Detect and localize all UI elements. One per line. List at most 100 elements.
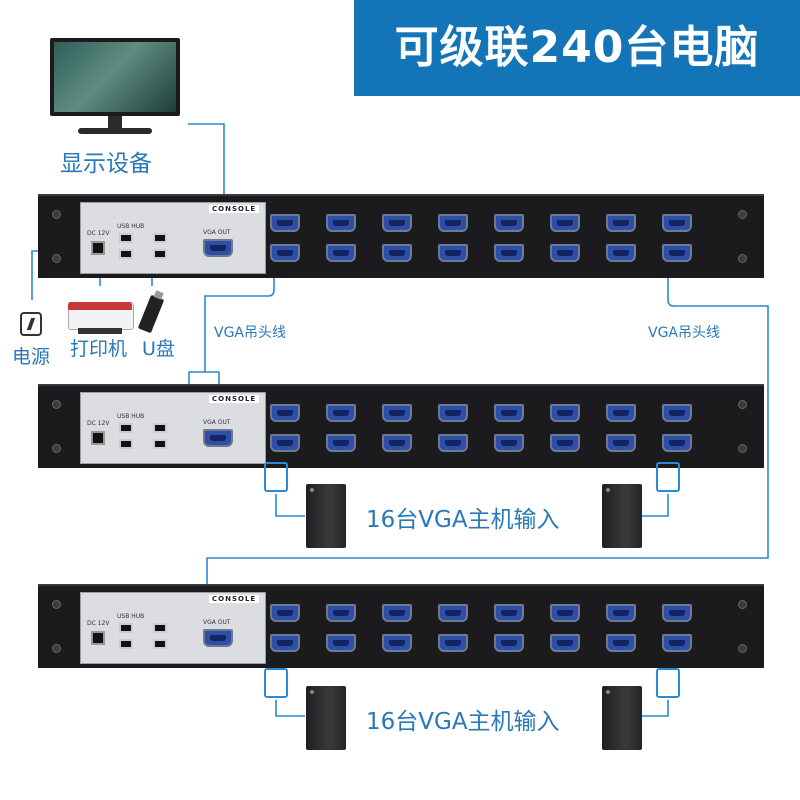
power-plug-icon [20,312,42,336]
vga-port [326,214,356,232]
vga-port [662,404,692,422]
vga-port [382,634,412,652]
usb-port [153,233,167,243]
vga-port [606,404,636,422]
vga-port [606,434,636,452]
dc-label: DC 12V [87,620,109,627]
usb-port [119,233,133,243]
usb-disk-label: U盘 [142,334,175,361]
usb-port [153,439,167,449]
vga-port [494,244,524,262]
usb-hub-label: USB HUB [117,413,144,420]
usb-hub-label: USB HUB [117,613,144,620]
screw-icon [738,444,747,453]
vga-port [606,604,636,622]
vga-out-label: VGA OUT [203,419,231,426]
usb-port [119,439,133,449]
vga-port [550,214,580,232]
vga-cable-label-left: VGA吊头线 [214,322,286,342]
printer-label: 打印机 [70,334,127,361]
host-pc-icon [306,686,346,750]
vga-port [494,404,524,422]
host-pc-icon [602,484,642,548]
screw-icon [738,210,747,219]
vga-cable-label-right: VGA吊头线 [648,322,720,342]
vga-port [438,244,468,262]
console-panel: DC 12V USB HUB VGA OUT CONSOLE [80,202,266,274]
screw-icon [738,644,747,653]
vga-port [606,214,636,232]
screw-icon [738,254,747,263]
vga-out-label: VGA OUT [203,619,231,626]
dc-label: DC 12V [87,420,109,427]
usb-port [119,623,133,633]
usb-port [119,249,133,259]
vga-out-port [203,629,233,647]
power-port [91,241,105,255]
vga-port [382,604,412,622]
vga-port [438,404,468,422]
host-pc-icon [306,484,346,548]
console-label: CONSOLE [209,595,259,603]
screw-icon [738,400,747,409]
vga-port [382,214,412,232]
vga-port [270,434,300,452]
vga-plug-icon [656,668,680,698]
vga-port [550,634,580,652]
hosts-input-label-2: 16台VGA主机输入 [366,702,560,736]
vga-out-port [203,239,233,257]
vga-port [270,214,300,232]
dc-label: DC 12V [87,230,109,237]
vga-port [494,214,524,232]
screw-icon [52,444,61,453]
vga-out-port [203,429,233,447]
vga-port [606,244,636,262]
console-label: CONSOLE [209,395,259,403]
screw-icon [52,644,61,653]
console-label: CONSOLE [209,205,259,213]
host-pc-icon [602,686,642,750]
usb-hub-label: USB HUB [117,223,144,230]
vga-port [326,404,356,422]
usb-port [119,639,133,649]
vga-plug-icon [264,462,288,492]
kvm-switch-2: DC 12V USB HUB VGA OUT CONSOLE [38,384,764,468]
vga-port [662,434,692,452]
hosts-input-label-1: 16台VGA主机输入 [366,500,560,534]
vga-port [662,634,692,652]
power-port [91,631,105,645]
vga-port [270,404,300,422]
vga-port [550,404,580,422]
screw-icon [738,600,747,609]
vga-port [550,604,580,622]
vga-port [662,604,692,622]
vga-port [438,434,468,452]
console-panel: DC 12V USB HUB VGA OUT CONSOLE [80,592,266,664]
vga-port [382,244,412,262]
vga-port [270,604,300,622]
printer-icon [68,298,132,334]
vga-port [326,634,356,652]
vga-port [382,404,412,422]
vga-out-label: VGA OUT [203,229,231,236]
usb-port [153,639,167,649]
screw-icon [52,210,61,219]
vga-port [550,434,580,452]
vga-port [494,604,524,622]
vga-port [438,634,468,652]
vga-port [438,604,468,622]
power-label: 电源 [12,342,50,369]
vga-port-grid [270,396,730,462]
usb-port [153,423,167,433]
vga-port [438,214,468,232]
vga-port [606,634,636,652]
vga-plug-icon [264,668,288,698]
vga-port [550,244,580,262]
usb-port [153,249,167,259]
screw-icon [52,254,61,263]
vga-port [494,434,524,452]
vga-plug-icon [656,462,680,492]
usb-port [153,623,167,633]
vga-port [326,434,356,452]
vga-port-grid [270,206,730,272]
